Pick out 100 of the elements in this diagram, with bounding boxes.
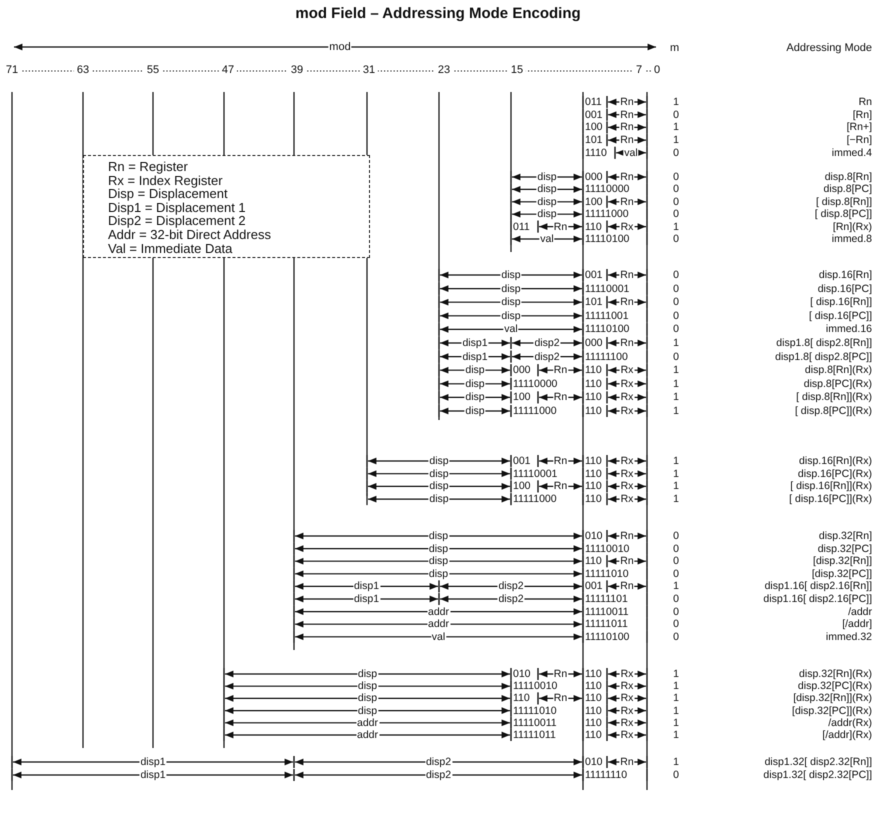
bit-pattern: 110 [585, 220, 602, 233]
addressing-mode-name: [Rn](Rx) [832, 220, 872, 233]
bit-pattern: 11111001 [585, 310, 629, 322]
field-name: Rn [619, 108, 635, 121]
bit-pattern: 101 [585, 134, 603, 146]
addressing-mode-name: [disp.32[PC]](Rx) [792, 704, 872, 717]
bit-pattern: 11111000 [513, 405, 557, 417]
m-bit-value: 0 [672, 350, 680, 363]
abbreviation-definition: Rx = Index Register [108, 174, 223, 188]
bit-pattern: 001 [513, 455, 531, 467]
field-name: disp [536, 208, 558, 220]
field-name: disp2 [497, 580, 525, 592]
field-name: Rn [552, 455, 568, 467]
addressing-mode-name: disp1.8[ disp2.8[Rn]] [776, 337, 872, 349]
addressing-mode-name: immed.4 [832, 146, 872, 159]
bit-number: 23 [434, 64, 454, 76]
field-name: Rx [620, 220, 634, 233]
addressing-mode-name: [ disp.8[PC]] [814, 208, 872, 220]
bit-pattern: 11111010 [585, 568, 629, 580]
addressing-mode-name: [Rn] [852, 108, 872, 121]
field-name: disp [356, 692, 378, 704]
addressing-mode-name: disp.8[Rn](Rx) [804, 364, 872, 376]
field-name: disp [536, 183, 558, 196]
field-name: addr [427, 618, 450, 630]
bit-pattern: 010 [585, 756, 603, 768]
abbreviation-definition: Rn = Register [108, 160, 189, 174]
m-bit-value: 1 [672, 668, 680, 680]
m-bit-value: 0 [672, 282, 680, 295]
bit-pattern: 110 [585, 493, 602, 506]
field-name: Rx [620, 468, 634, 480]
field-name: Rn [619, 96, 635, 108]
bit-pattern: 11110011 [585, 606, 629, 618]
addressing-mode-name: disp.32[Rn](Rx) [799, 668, 872, 680]
m-bit-value: 0 [672, 196, 680, 208]
field-name: Rx [620, 704, 634, 717]
field-name: Rn [552, 668, 568, 680]
m-bit-value: 0 [672, 183, 680, 196]
field-name: val [503, 323, 519, 336]
m-bit-value: 1 [672, 756, 680, 768]
field-name: disp [356, 668, 378, 680]
bit-pattern: 11111100 [585, 350, 628, 363]
bit-number: 55 [144, 64, 162, 76]
bit-number: 39 [288, 64, 306, 76]
field-name: Rn [619, 269, 635, 281]
bit-pattern: 110 [585, 391, 602, 404]
addressing-mode-name: disp.16[PC] [818, 282, 872, 295]
addressing-mode-name: disp.8[Rn] [824, 171, 872, 183]
addressing-mode-name: disp.8[PC](Rx) [804, 378, 872, 390]
addressing-mode-name: [/addr] [842, 618, 872, 630]
addressing-mode-name: [/addr](Rx) [822, 729, 872, 741]
bit-pattern: 000 [585, 337, 603, 349]
field-name: Rn [619, 196, 635, 208]
m-bit-value: 0 [672, 530, 680, 542]
field-name: disp2 [424, 756, 452, 768]
bit-pattern: 11111000 [513, 493, 557, 506]
bit-pattern: 100 [513, 480, 531, 492]
m-bit-value: 0 [672, 323, 680, 336]
addressing-mode-name: /addr [848, 606, 872, 618]
field-name: disp [464, 364, 486, 376]
field-name: Rn [552, 220, 568, 233]
addressing-mode-name: disp.16[Rn] [818, 269, 872, 281]
bit-number: 7 [632, 64, 646, 76]
field-name: Rx [620, 729, 634, 741]
bit-pattern: 11110001 [513, 468, 558, 480]
field-name: disp [356, 680, 378, 692]
field-name: disp1 [352, 593, 380, 605]
field-name: Rx [620, 405, 634, 417]
bit-number: 31 [360, 64, 378, 76]
m-bit-value: 1 [672, 220, 680, 233]
addressing-mode-name: [ disp.16[PC]](Rx) [789, 493, 872, 506]
legend-box [83, 155, 370, 258]
field-name: disp [500, 310, 522, 322]
bit-number: 47 [218, 64, 238, 76]
bit-pattern: 100 [585, 121, 603, 134]
addressing-mode-name: Rn [858, 96, 872, 108]
bit-pattern: 11111000 [585, 208, 629, 220]
field-name: Rx [620, 668, 634, 680]
m-bit-value: 0 [672, 606, 680, 618]
addressing-mode-name: disp1.16[ disp2.16[Rn]] [764, 580, 872, 592]
m-bit-value: 1 [672, 378, 680, 390]
addressing-mode-name: /addr(Rx) [828, 716, 872, 729]
field-name: disp [428, 542, 450, 555]
field-name: val [623, 146, 639, 159]
m-bit-value: 1 [672, 468, 680, 480]
abbreviation-definition: Disp1 = Displacement 1 [108, 200, 247, 214]
field-name: disp [464, 405, 486, 417]
m-bit-value: 1 [672, 729, 680, 741]
bit-pattern: 11111011 [513, 729, 556, 741]
bit-pattern: 11111101 [585, 593, 628, 605]
addressing-mode-name: disp1.8[ disp2.8[PC]] [775, 350, 872, 363]
abbreviation-definition: Disp2 = Displacement 2 [108, 214, 247, 228]
m-bit-value: 0 [672, 296, 680, 308]
m-bit-value: 0 [672, 555, 680, 568]
m-bit-value: 0 [672, 593, 680, 605]
bit-number: 15 [508, 64, 526, 76]
bit-pattern: 110 [513, 692, 530, 704]
m-bit-value: 1 [672, 96, 680, 108]
field-name: disp [536, 196, 558, 208]
bit-pattern: 100 [585, 196, 603, 208]
bit-pattern: 001 [585, 108, 603, 121]
